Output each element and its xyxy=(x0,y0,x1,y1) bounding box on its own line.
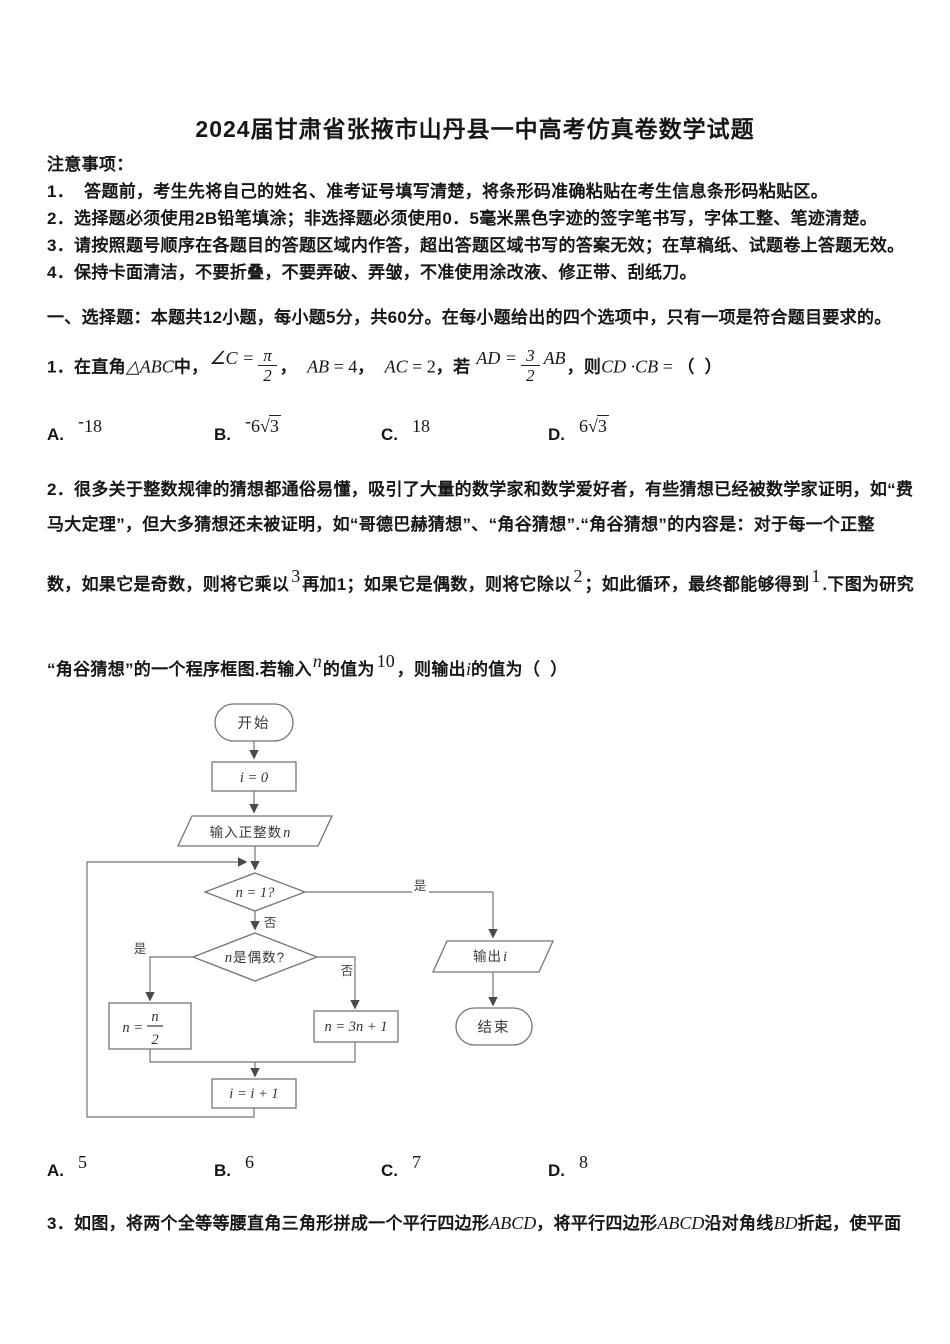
option-value: 6 xyxy=(245,1152,254,1172)
q1-option-a: A. -18 xyxy=(47,411,102,445)
q1-option-c: C. 18 xyxy=(381,416,430,445)
flow-inc-label: i = i + 1 xyxy=(229,1086,278,1102)
option-label: A. xyxy=(47,425,64,444)
q2-option-c: C. 7 xyxy=(381,1152,421,1181)
option-value: 5 xyxy=(78,1152,87,1172)
notice-item-1: 1． 答题前，考生先将自己的姓名、准考证号填写清楚，将条形码准确粘贴在考生信息条… xyxy=(47,182,828,201)
page-title: 2024届甘肃省张掖市山丹县一中高考仿真卷数学试题 xyxy=(195,116,755,142)
section-1-heading: 一、选择题：本题共12小题，每小题5分，共60分。在每小题给出的四个选项中，只有… xyxy=(47,308,892,327)
option-value: 8 xyxy=(579,1152,588,1172)
option-label: B. xyxy=(214,425,231,444)
question-3-stem: 3．如图，将两个全等等腰直角三角形拼成一个平行四边形ABCD，将平行四边形ABC… xyxy=(47,1213,902,1233)
q1-option-d: D. 6√3 xyxy=(548,415,609,445)
flow-merge-line xyxy=(149,1042,356,1063)
flow-decision-n-even xyxy=(191,932,319,982)
option-value: -6√3 xyxy=(245,410,281,436)
flow-init-box xyxy=(211,761,297,792)
option-value: -18 xyxy=(78,410,102,436)
flow-input-label: 输入正整数n xyxy=(210,825,291,841)
q1-option-b: B. -6√3 xyxy=(214,411,281,445)
flow-end-node xyxy=(455,1007,533,1046)
flow-half-pre: n = xyxy=(122,1020,143,1036)
flow-half-numerator: n xyxy=(151,1009,158,1025)
flow-label-yes-left: 是 xyxy=(134,942,147,956)
notice-item-3: 3．请按照题号顺序在各题目的答题区域内作答，超出答题区域书写的答案无效；在草稿纸… xyxy=(47,236,905,255)
flowchart: 开始 i = 0 输入正整数n n = 1? 是 否 n是偶数? 是 否 n =… xyxy=(86,703,555,1118)
flow-end-label: 结束 xyxy=(478,1019,511,1036)
flow-line-cond2-no xyxy=(317,956,360,1010)
flow-label-no-down: 否 xyxy=(264,916,277,930)
flow-decision-n-equals-1 xyxy=(203,872,307,912)
flow-cond1-label: n = 1? xyxy=(236,885,276,901)
notice-item-2: 2．选择题必须使用2B铅笔填涂；非选择题必须使用0．5毫米黑色字迹的签字笔书写，… xyxy=(47,209,878,228)
option-value: 6√3 xyxy=(579,415,609,436)
flow-start-label: 开始 xyxy=(238,715,271,732)
flow-triple-label: n = 3n + 1 xyxy=(324,1019,387,1035)
question-2-text-line-1: 2．很多关于整数规律的猜想都通俗易懂，吸引了大量的数学家和数学爱好者，有些猜想已… xyxy=(47,480,914,499)
q2-option-a: A. 5 xyxy=(47,1152,87,1181)
flow-box-i-increment xyxy=(211,1078,297,1109)
flow-output-parallelogram xyxy=(431,940,555,973)
option-value: 18 xyxy=(412,416,430,436)
flow-init-label: i = 0 xyxy=(240,770,269,786)
flow-input-parallelogram xyxy=(176,815,334,847)
option-label: D. xyxy=(548,425,565,444)
q2-option-d: D. 8 xyxy=(548,1152,588,1181)
flow-half-denominator: 2 xyxy=(151,1032,158,1048)
flow-cond2-label: n是偶数? xyxy=(225,950,285,966)
option-label: C. xyxy=(381,425,398,444)
flow-label-yes-right: 是 xyxy=(414,879,427,893)
question-2-text-line-2: 马大定理”，但大多猜想还未被证明，如“哥德巴赫猜想”、“角谷猜想”.“角谷猜想”… xyxy=(47,515,875,534)
flow-output-label: 输出i xyxy=(473,949,507,965)
flow-line-cond2-yes xyxy=(145,956,193,1002)
q2-option-b: B. 6 xyxy=(214,1152,254,1181)
option-label: C. xyxy=(381,1161,398,1180)
option-label: D. xyxy=(548,1161,565,1180)
option-value: 7 xyxy=(412,1152,421,1172)
option-label: B. xyxy=(214,1161,231,1180)
label-pad xyxy=(412,879,429,893)
option-label: A. xyxy=(47,1161,64,1180)
flow-label-no-right: 否 xyxy=(341,964,354,978)
flow-box-n-3n-plus-1 xyxy=(313,1010,399,1043)
flow-loop-line xyxy=(86,857,255,1118)
notice-heading: 注意事项： xyxy=(47,155,134,174)
flow-start-node xyxy=(214,703,294,742)
notice-item-4: 4．保持卡面清洁，不要折叠，不要弄破、弄皱，不准使用涂改液、修正带、刮纸刀。 xyxy=(47,263,697,282)
